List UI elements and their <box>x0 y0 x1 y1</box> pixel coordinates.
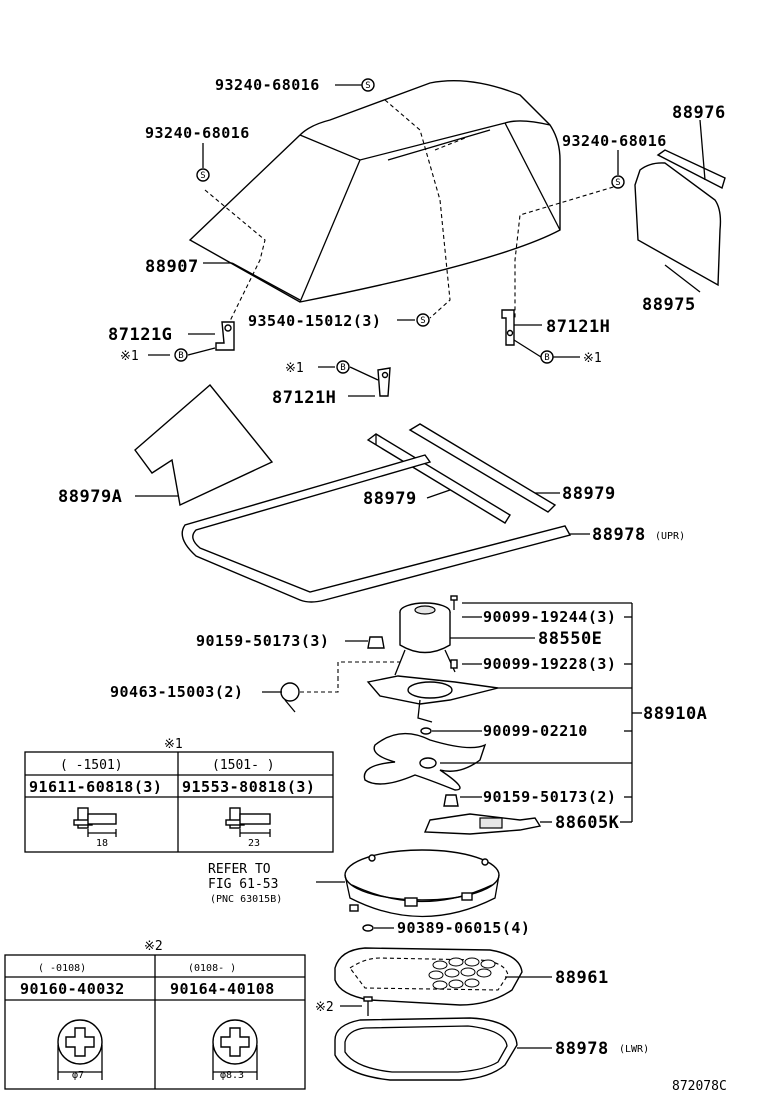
label-nut-90159-2: 90159-50173(2) <box>483 788 616 806</box>
seal-88978-lwr <box>334 1017 518 1081</box>
foam-strip-88979-right <box>408 423 557 513</box>
screw-marker-right: S <box>611 175 625 189</box>
bolt-marker-left: B <box>174 348 188 362</box>
label-bracket-87121g: 87121G <box>108 325 172 345</box>
label-refer-line1: REFER TO <box>208 862 271 877</box>
bracket-87121h-right <box>501 309 515 346</box>
foam-strip-88979-left <box>366 433 511 524</box>
plate-88975 <box>634 162 722 287</box>
phillips-screw-7-icon <box>57 1019 103 1080</box>
svg-text:S: S <box>615 178 620 188</box>
housing-ring <box>344 849 500 918</box>
table2-col2-part: 90164-40108 <box>170 980 275 998</box>
table1-col2-part: 91553-80818(3) <box>182 778 315 796</box>
table1-col2-dim: 23 <box>248 838 260 849</box>
bracket-87121g <box>215 321 235 351</box>
label-nut-90389: 90389-06015(4) <box>397 919 530 937</box>
figure-code: 872078C <box>672 1079 727 1094</box>
label-foam-88979-right: 88979 <box>562 484 616 504</box>
label-screw-top: 93240-68016 <box>215 76 320 94</box>
label-screw-90099-19244: 90099-19244(3) <box>483 608 616 626</box>
label-bolt-93540: 93540-15012(3) <box>248 312 381 330</box>
cover-88907 <box>188 80 621 326</box>
label-note1-mid: ※1 <box>285 361 304 376</box>
grille-88961 <box>334 947 523 1006</box>
label-seal-88978-upr: 88978 <box>592 525 646 545</box>
table1-note: ※1 <box>164 737 183 752</box>
label-assy-88910a: 88910A <box>643 704 707 724</box>
label-note2-left: ※2 <box>315 1000 334 1015</box>
label-clip-90463: 90463-15003(2) <box>110 683 243 701</box>
table2-col1-dim: φ7 <box>72 1070 84 1081</box>
seal-88978-upr <box>181 454 572 603</box>
table1-col2-range: (1501- ) <box>212 758 275 773</box>
washer-90099-02210 <box>420 727 432 735</box>
resistor-88605k <box>423 813 542 835</box>
label-bracket-87121h-right: 87121H <box>546 317 610 337</box>
table2-col1-part: 90160-40032 <box>20 980 125 998</box>
label-plate-88975: 88975 <box>642 295 696 315</box>
label-seal-lwr-suffix: (LWR) <box>619 1044 649 1055</box>
leaders-blower <box>262 602 642 823</box>
label-bracket-87121h-mid: 87121H <box>272 388 336 408</box>
table2-col2-dim: φ8.3 <box>220 1070 244 1081</box>
gasket-88976 <box>656 149 726 190</box>
table2-col1-range: ( -0108) <box>38 963 86 974</box>
label-gasket-88976: 88976 <box>672 103 726 123</box>
label-note1-right: ※1 <box>583 351 602 366</box>
nut-90159-left <box>367 636 385 649</box>
table1-col1-range: ( -1501) <box>60 758 123 773</box>
fan-bracket <box>366 675 499 723</box>
screw-90099-19244 <box>450 595 458 610</box>
label-washer-90099-02210: 90099-02210 <box>483 722 588 740</box>
label-sheet-88979a: 88979A <box>58 487 122 507</box>
screw-marker-left: S <box>196 168 210 182</box>
blower-motor-88550e <box>394 602 456 676</box>
bracket-87121h-mid <box>377 367 391 397</box>
fan-blade <box>363 732 487 791</box>
nut-90159-mid <box>443 794 459 807</box>
svg-text:S: S <box>200 171 205 181</box>
table2-note: ※2 <box>144 939 163 954</box>
label-seal-88978-lwr: 88978 <box>555 1039 609 1059</box>
screw-marker-top: S <box>361 78 375 92</box>
bolt-marker-right: B <box>540 350 554 364</box>
label-foam-88979-mid: 88979 <box>363 489 417 509</box>
svg-text:B: B <box>544 353 549 363</box>
label-seal-upr-suffix: (UPR) <box>655 531 685 542</box>
table1-col1-part: 91611-60818(3) <box>29 778 162 796</box>
table1-col1-dim: 18 <box>96 838 108 849</box>
label-resistor-88605k: 88605K <box>555 813 620 833</box>
label-refer-line3: (PNC 63015B) <box>210 894 282 905</box>
nut-90389 <box>362 924 374 932</box>
clip-90463 <box>280 682 300 713</box>
screw-marker-mid: S <box>416 313 430 327</box>
bolt-marker-mid: B <box>336 360 350 374</box>
svg-text:B: B <box>340 363 345 373</box>
leaders-top <box>148 84 706 397</box>
label-motor-88550e: 88550E <box>538 629 602 649</box>
label-note1-left: ※1 <box>120 349 139 364</box>
bolt-91553-icon <box>225 807 271 837</box>
label-screw-left: 93240-68016 <box>145 124 250 142</box>
screw-90099-19228 <box>450 659 458 669</box>
label-cover-88907: 88907 <box>145 257 199 277</box>
svg-text:S: S <box>420 316 425 326</box>
table-note1 <box>24 751 334 853</box>
table-note2 <box>4 954 306 1090</box>
phillips-screw-8-3-icon <box>212 1019 258 1080</box>
label-grille-88961: 88961 <box>555 968 609 988</box>
label-refer-line2: FIG 61-53 <box>208 877 278 892</box>
svg-text:S: S <box>365 81 370 91</box>
screw-note2 <box>363 996 373 1016</box>
label-screw-90099-19228: 90099-19228(3) <box>483 655 616 673</box>
table2-col2-range: (0108- ) <box>188 963 236 974</box>
svg-text:B: B <box>178 351 183 361</box>
label-screw-right: 93240-68016 <box>562 132 667 150</box>
sheet-88979a <box>134 383 274 507</box>
label-nut-90159-3: 90159-50173(3) <box>196 632 329 650</box>
bolt-91611-icon <box>73 807 117 837</box>
